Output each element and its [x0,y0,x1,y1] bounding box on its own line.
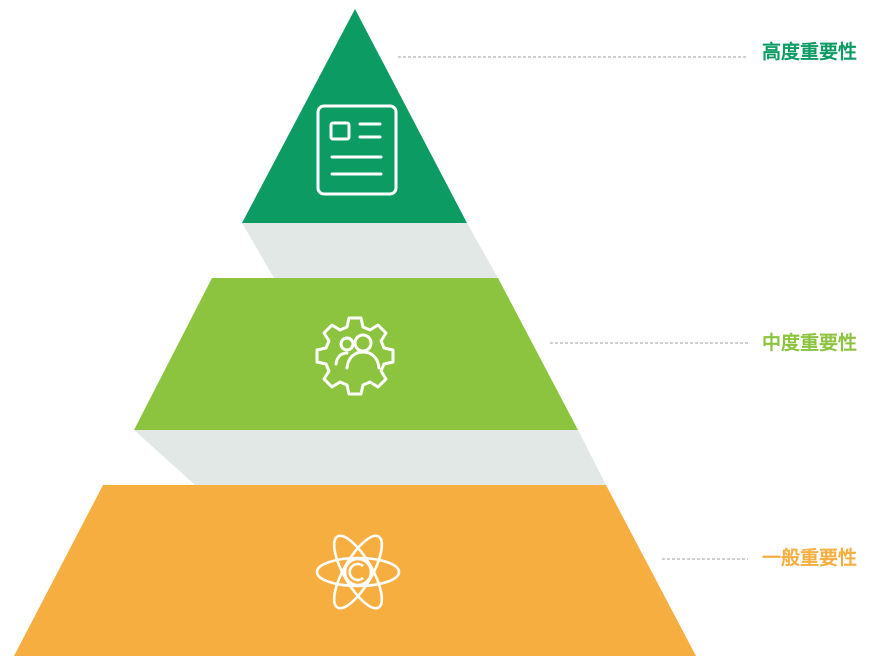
tier-label-medium: 中度重要性 [762,332,858,354]
tier-bottom [14,485,696,656]
atom-icon [315,534,401,610]
tier-top [242,9,467,223]
connector-band-top [242,223,498,278]
document-icon [316,104,398,196]
tier-label-high: 高度重要性 [762,41,858,63]
gear-people-icon [315,316,395,396]
connector-band-bottom [134,430,606,485]
tier-label-low: 一般重要性 [762,547,858,569]
